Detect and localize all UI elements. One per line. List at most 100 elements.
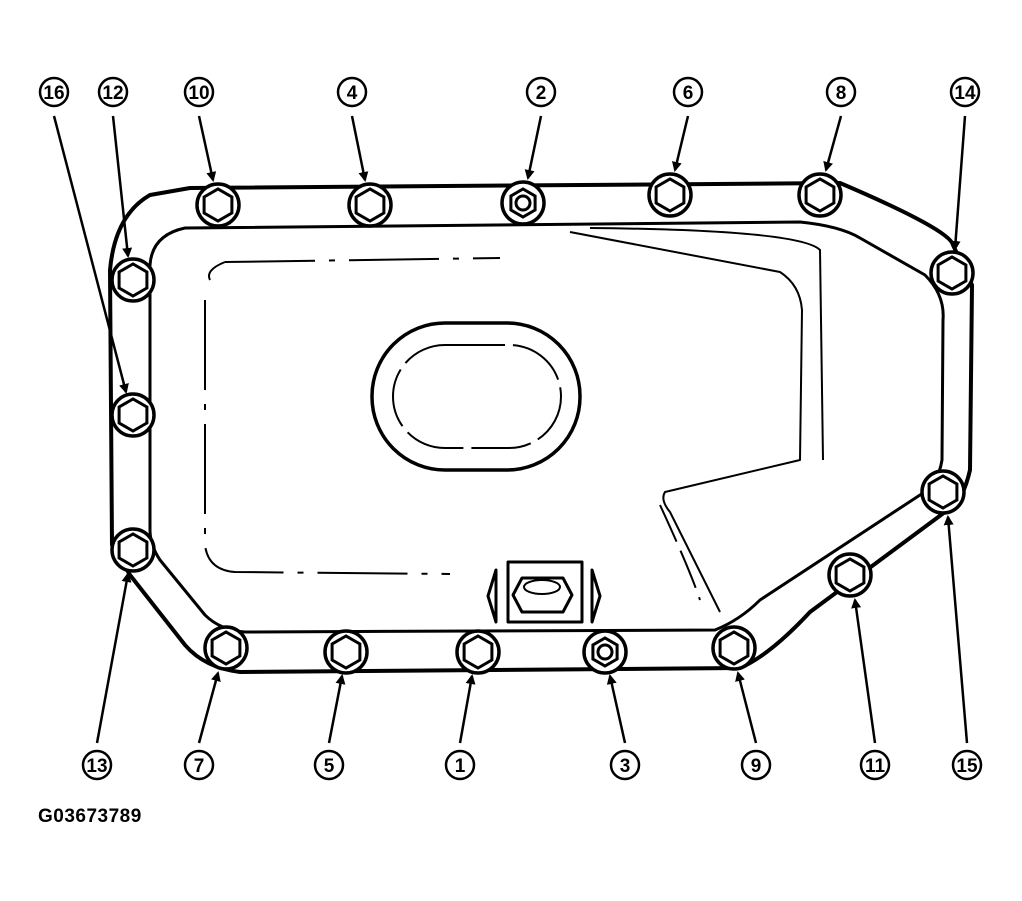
callout-11-number: 11 <box>865 756 886 777</box>
bolt-16-hex <box>117 397 149 433</box>
callout-7-number: 7 <box>194 756 205 777</box>
oil-pan <box>108 181 974 674</box>
callout-1-number: 1 <box>455 756 466 777</box>
callout-16-leader-arrow <box>52 115 129 394</box>
callout-14-circle <box>949 76 981 108</box>
bolt-9-hex-bolt <box>711 625 757 671</box>
bolt-15-hex <box>927 474 959 510</box>
callout-4: 4 <box>336 76 369 182</box>
callout-5-leader-arrow <box>327 674 346 744</box>
callout-10-circle <box>183 76 215 108</box>
callout-12: 12 <box>97 76 133 258</box>
pan-oval-boss-inner <box>392 344 562 449</box>
callout-2: 2 <box>524 76 557 180</box>
bolt-3-stud <box>596 643 614 661</box>
callout-13-leader-arrow <box>95 572 132 744</box>
callout-13-circle <box>81 749 113 781</box>
callout-1: 1 <box>444 674 476 781</box>
bolt-1-hex-bolt <box>455 629 501 675</box>
drain-plug-hex <box>511 576 574 614</box>
bolt-5-hex <box>330 634 362 670</box>
pan-inner-flange <box>148 220 945 634</box>
callout-9: 9 <box>735 671 772 781</box>
callout-12-circle <box>97 76 129 108</box>
callout-12-number: 12 <box>102 83 123 104</box>
callout-6-circle <box>672 76 704 108</box>
callout-3-number: 3 <box>620 756 631 777</box>
callout-10-number: 10 <box>188 83 209 104</box>
bolt-6-hex <box>654 177 686 213</box>
callout-1-leader-arrow <box>458 674 476 744</box>
callout-15: 15 <box>943 515 983 781</box>
pan-floor-line <box>659 504 701 601</box>
callout-6-number: 6 <box>683 83 694 104</box>
callout-4-leader-arrow <box>350 115 369 182</box>
bolt-14-hex-bolt <box>929 250 975 296</box>
callout-3-circle <box>609 749 641 781</box>
bolt-4-hex <box>354 187 386 223</box>
pan-outer-flange <box>108 181 974 674</box>
callout-12-leader-arrow <box>111 115 133 258</box>
bolt-5-hex-bolt <box>323 629 369 675</box>
figure-id: G03673789 <box>38 806 142 827</box>
bolt-12-hex <box>117 262 149 298</box>
callout-7-leader-arrow <box>197 671 221 744</box>
callout-11-circle <box>859 749 891 781</box>
drain-plug <box>486 560 602 624</box>
callout-9-circle <box>740 749 772 781</box>
bolt-3-flange-nut <box>582 629 628 675</box>
pan-sump-dashed-outline <box>204 257 501 575</box>
callout-9-number: 9 <box>751 756 762 777</box>
bolt-12-hex-bolt <box>110 257 156 303</box>
bolt-13-hex <box>117 532 149 568</box>
callout-14: 14 <box>949 76 981 251</box>
callout-2-leader-arrow <box>524 115 543 180</box>
callout-10: 10 <box>183 76 217 182</box>
bolt-14-hex <box>936 255 968 291</box>
callout-15-circle <box>951 749 983 781</box>
callout-11-leader-arrow <box>851 598 877 744</box>
bolt-10-hex-bolt <box>195 182 241 228</box>
drain-plug-face <box>523 579 561 595</box>
callout-2-circle <box>525 76 557 108</box>
callout-3: 3 <box>606 674 641 781</box>
bolt-11-hex <box>834 557 866 593</box>
bolt-7-hex-bolt <box>203 625 249 671</box>
callout-13: 13 <box>81 572 132 781</box>
pan-oval-boss-outer <box>370 321 582 472</box>
bolt-16-hex-bolt <box>110 392 156 438</box>
callout-16-number: 16 <box>43 83 64 104</box>
bolt-15-hex-bolt <box>920 469 966 515</box>
callout-3-leader-arrow <box>606 674 627 744</box>
bolt-10-hex <box>202 187 234 223</box>
callout-8-circle <box>825 76 857 108</box>
callout-15-number: 15 <box>956 756 978 777</box>
callout-5-circle <box>313 749 345 781</box>
callout-10-leader-arrow <box>197 115 217 182</box>
callout-4-circle <box>336 76 368 108</box>
callout-9-leader-arrow <box>735 671 758 744</box>
callout-15-leader-arrow <box>943 515 969 744</box>
bolt-2-flange-nut <box>500 180 546 226</box>
callout-2-number: 2 <box>536 83 547 104</box>
callout-5-number: 5 <box>324 756 335 777</box>
callout-16: 16 <box>38 76 129 394</box>
drain-plug-right-arrow <box>590 568 602 624</box>
callout-7: 7 <box>183 671 221 781</box>
callout-5: 5 <box>313 674 346 781</box>
bolt-6-hex-bolt <box>647 172 693 218</box>
callout-8-leader-arrow <box>823 115 843 172</box>
drain-plug-left-arrow <box>486 568 498 624</box>
callout-6-leader-arrow <box>672 115 690 172</box>
bolt-8-hex <box>804 177 836 213</box>
bolt-2-stud <box>514 194 532 212</box>
bolt-1-hex <box>462 634 494 670</box>
drain-plug-boss <box>506 560 584 624</box>
pan-sump-right-wall <box>569 227 824 613</box>
bolt-11-hex-bolt <box>827 552 873 598</box>
bolt-8-hex-bolt <box>797 172 843 218</box>
callout-13-number: 13 <box>86 756 107 777</box>
callout-6: 6 <box>672 76 704 172</box>
callout-14-number: 14 <box>954 83 976 104</box>
